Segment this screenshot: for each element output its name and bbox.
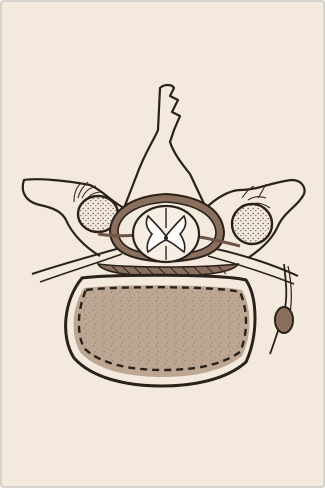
spinal-anatomy-illustration xyxy=(2,2,323,486)
right-dorsal-root-ganglion xyxy=(232,204,272,244)
sympathetic-ganglion xyxy=(275,307,293,333)
intervertebral-disc xyxy=(79,287,246,370)
central-canal xyxy=(164,236,168,240)
spinous-process xyxy=(124,85,206,208)
